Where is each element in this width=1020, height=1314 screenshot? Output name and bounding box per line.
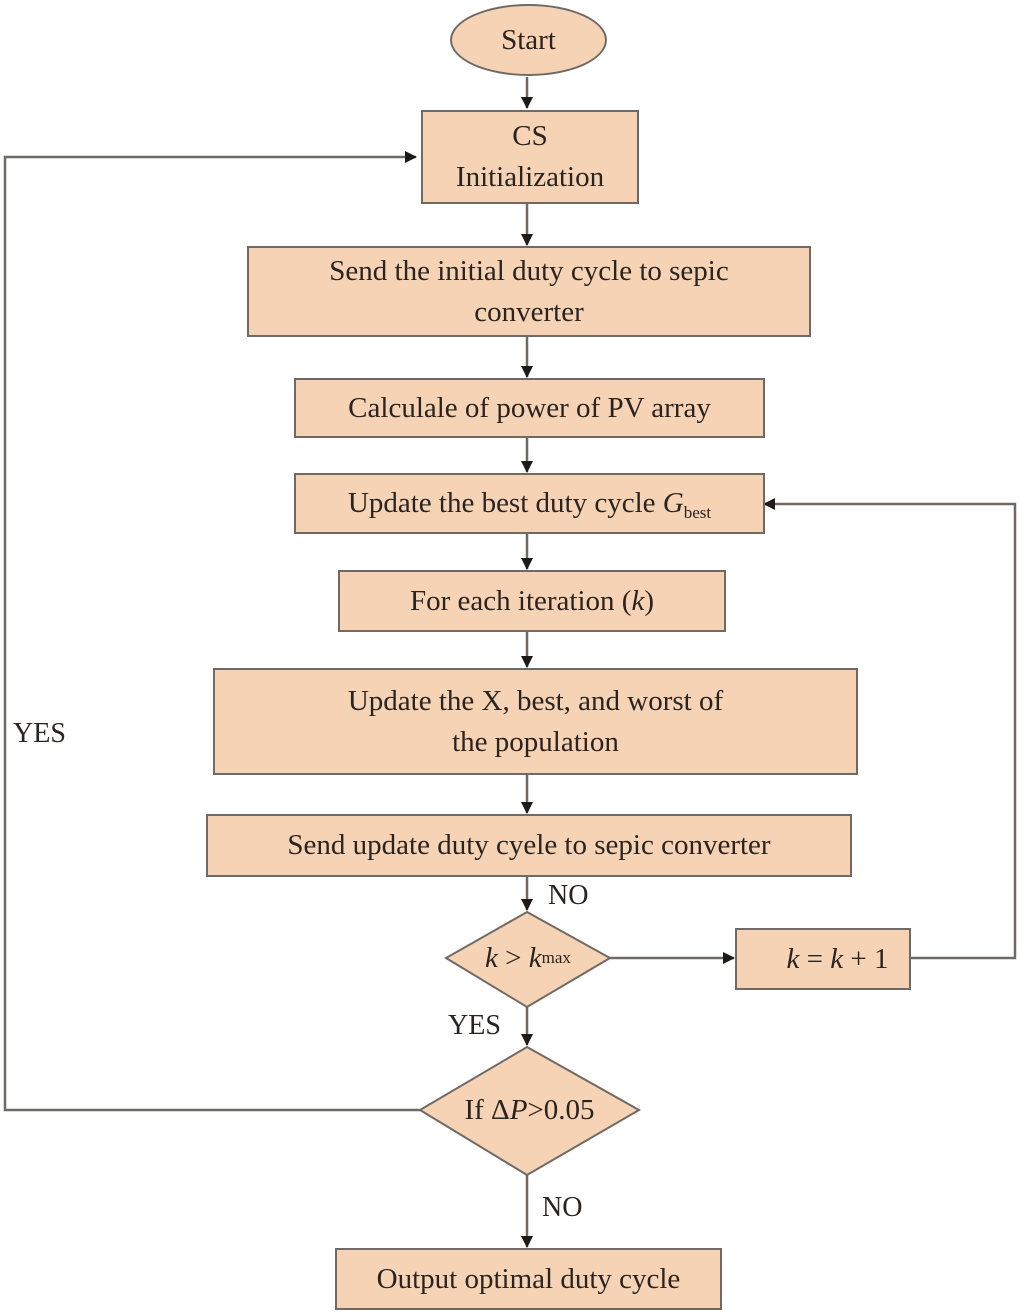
increment-k-node: k = k + 1 xyxy=(735,928,911,990)
update-best-node: Update the best duty cycle Gbest xyxy=(294,473,765,534)
for-each-label: For each iteration ( xyxy=(410,584,632,617)
decision2-var: P xyxy=(509,1093,528,1126)
decision-k-max-shape xyxy=(444,910,613,1009)
loop-decision2-to-init xyxy=(3,151,420,1112)
increment-mid: = xyxy=(799,942,831,975)
start-node: Start xyxy=(450,4,607,76)
init-line1: CS xyxy=(512,120,548,153)
send-update-duty-node: Send update duty cyele to sepic converte… xyxy=(206,814,852,877)
update-best-sub: best xyxy=(683,502,712,522)
decision-delta-p-shape xyxy=(418,1045,642,1177)
init-line2: Initialization xyxy=(455,161,605,193)
update-pop-line2: the population xyxy=(452,725,619,758)
update-best-label: Update the best duty cycle xyxy=(347,486,663,519)
loop-increment-to-update xyxy=(763,498,1017,960)
decision1-var: k xyxy=(485,941,498,974)
label-yes-loop: YES xyxy=(13,718,66,749)
start-label: Start xyxy=(501,23,556,56)
decision1-sub: max xyxy=(541,948,571,967)
update-pop-line1: Update the X, best, and worst of xyxy=(347,684,724,717)
label-no-to-decision: NO xyxy=(548,880,589,911)
update-population-node: Update the X, best, and worst of the pop… xyxy=(213,668,858,775)
increment-end: + 1 xyxy=(843,942,889,975)
send-initial-line1: Send the initial duty cycle to sepic xyxy=(329,254,729,287)
cs-initialization-node: CS Initialization xyxy=(421,110,639,204)
decision2-prefix: If Δ xyxy=(464,1093,510,1126)
increment-var2: k xyxy=(830,942,844,975)
calculate-power-node: Calculale of power of PV array xyxy=(294,378,765,438)
calculate-label: Calculale of power of PV array xyxy=(348,391,711,424)
decision2-suffix: >0.05 xyxy=(527,1093,595,1126)
output-optimal-node: Output optimal duty cycle xyxy=(335,1248,722,1310)
send-initial-line2: converter xyxy=(474,295,584,328)
increment-var: k xyxy=(786,942,800,975)
output-label: Output optimal duty cycle xyxy=(376,1262,681,1295)
label-yes-k-max: YES xyxy=(448,1010,501,1041)
update-best-var: G xyxy=(662,486,684,519)
send-initial-duty-node: Send the initial duty cycle to sepic con… xyxy=(247,246,811,337)
send-update-label: Send update duty cyele to sepic converte… xyxy=(287,829,771,862)
for-each-close: ) xyxy=(644,584,654,617)
decision1-op: > xyxy=(497,941,529,974)
decision1-var2: k xyxy=(528,941,542,974)
for-each-iteration-node: For each iteration (k) xyxy=(338,570,726,632)
label-no-output: NO xyxy=(542,1192,583,1223)
for-each-var: k xyxy=(631,584,645,617)
